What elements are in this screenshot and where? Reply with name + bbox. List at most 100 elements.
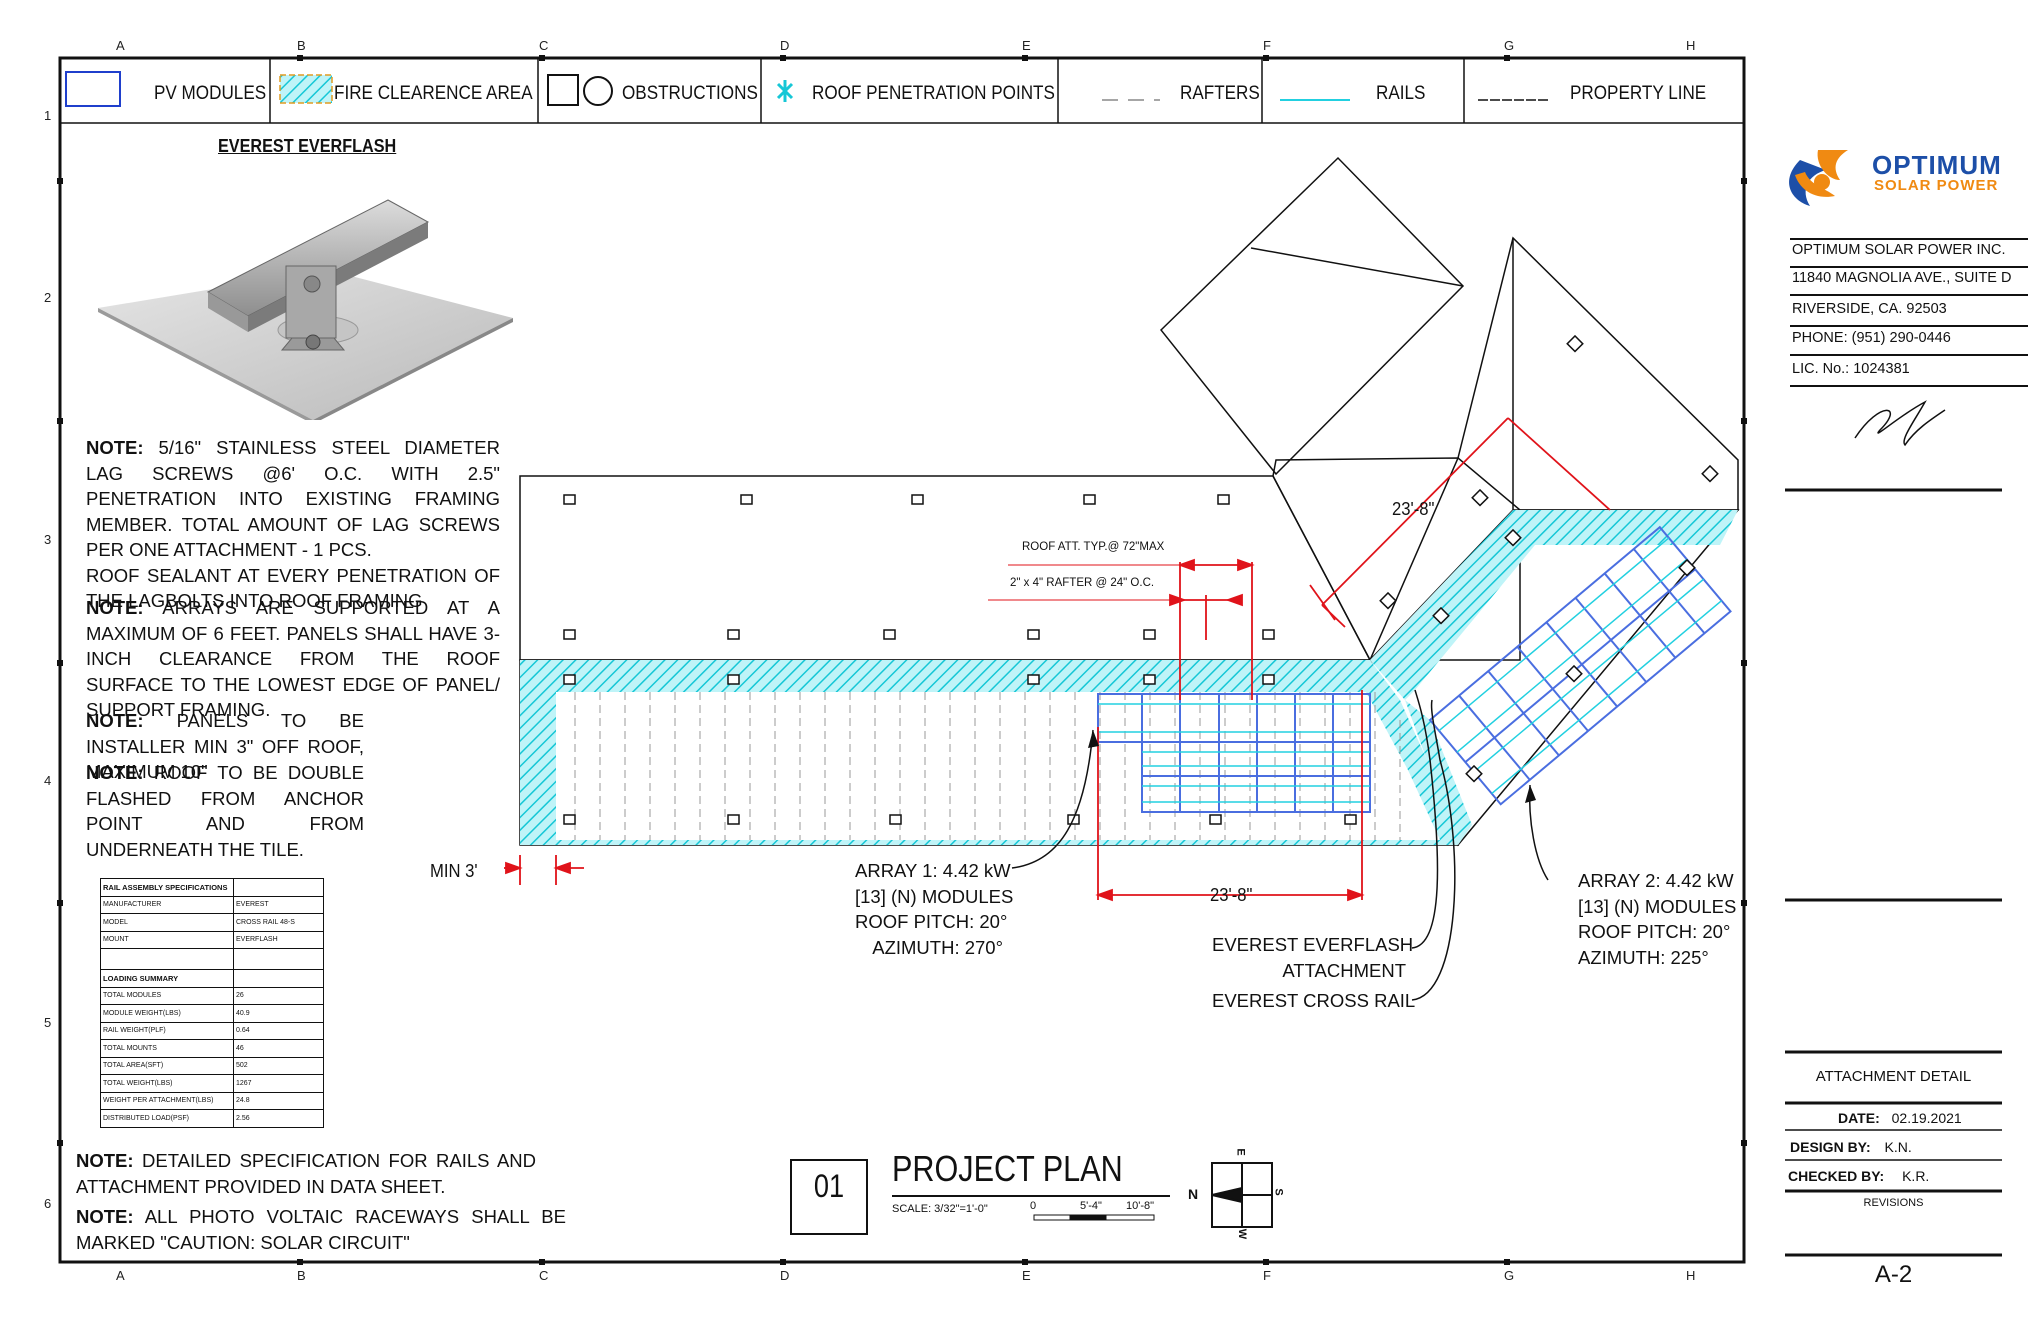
logo-solar-power: SOLAR POWER xyxy=(1874,177,1999,194)
scale-bar xyxy=(1033,1214,1155,1221)
array-1-rails xyxy=(1098,703,1370,803)
obstructions-angled xyxy=(1379,334,1719,783)
company-phone: PHONE: (951) 290-0446 xyxy=(1790,330,2028,356)
optimum-logo-icon xyxy=(1789,150,1848,206)
loading-summary-header: LOADING SUMMARY xyxy=(100,969,234,988)
fire-clearance-symbol xyxy=(279,74,333,104)
plan-scale: SCALE: 3/32"=1'-0" xyxy=(892,1203,988,1215)
grid-col-e: E xyxy=(1022,1268,1031,1283)
spec-key: TOTAL MODULES xyxy=(100,986,234,1005)
detail-title: EVEREST EVERFLASH xyxy=(218,136,397,156)
checked-value: K.R. xyxy=(1902,1168,1930,1184)
scale-tick-0: 0 xyxy=(1030,1200,1037,1212)
grid-col-a: A xyxy=(116,38,125,53)
spec-key: DISTRIBUTED LOAD(PSF) xyxy=(100,1109,234,1128)
dimension-lines xyxy=(504,417,1611,902)
spec-value: EVERFLASH xyxy=(233,930,324,949)
grid-row-3: 3 xyxy=(44,532,52,547)
grid-row-1: 1 xyxy=(44,108,52,123)
legend-rafters: RAFTERS xyxy=(1180,83,1260,104)
grid-col-d: D xyxy=(780,38,790,53)
array-1-callout: ARRAY 1: 4.42 kW [13] (N) MODULES ROOF P… xyxy=(855,858,1013,960)
spec-value: 502 xyxy=(233,1056,324,1075)
date-label: DATE: xyxy=(1838,1110,1880,1126)
design-label: DESIGN BY: xyxy=(1790,1139,1871,1155)
min-clearance-label: MIN 3' xyxy=(430,860,478,881)
spec-value: 24.8 xyxy=(233,1091,324,1110)
legend-obstructions: OBSTRUCTIONS xyxy=(622,83,758,104)
array-2-pitch: ROOF PITCH: 20° xyxy=(1578,921,1731,942)
grid-col-b: B xyxy=(297,38,306,53)
design-value: K.N. xyxy=(1884,1139,1912,1155)
revisions-label: REVISIONS xyxy=(1863,1197,1924,1209)
title-block-lines xyxy=(1785,488,2002,1257)
grid-col-h: H xyxy=(1686,1268,1696,1283)
grid-col-c: C xyxy=(539,38,549,53)
rafter-spacing-label: 2" x 4" RAFTER @ 24" O.C. xyxy=(1010,577,1155,589)
scale-tick-1: 5'-4" xyxy=(1080,1200,1102,1212)
spec-value: 1267 xyxy=(233,1074,324,1093)
spec-table: RAIL ASSEMBLY SPECIFICATIONS MANUFACTURE… xyxy=(100,878,324,1128)
array-2-callout: ARRAY 2: 4.42 kW [13] (N) MODULES ROOF P… xyxy=(1578,868,1736,970)
company-license: LIC. No.: 1024381 xyxy=(1790,361,2028,387)
grid-col-f: F xyxy=(1263,1268,1271,1283)
logo-optimum: OPTIMUM xyxy=(1872,150,2002,180)
everflash-callout: EVEREST EVERFLASH ATTACHMENT xyxy=(1212,932,1414,983)
spec-key: MANUFACTURER xyxy=(100,895,234,914)
grid-col-h: H xyxy=(1686,38,1696,53)
grid-row-4: 4 xyxy=(44,773,52,788)
spec-key: TOTAL WEIGHT(LBS) xyxy=(100,1074,234,1093)
compass-n: N xyxy=(1188,1186,1199,1202)
spec-value: 0.64 xyxy=(233,1021,324,1040)
legend-pv-modules: PV MODULES xyxy=(154,83,267,104)
penetration-symbol xyxy=(776,80,794,102)
spec-value: 2.56 xyxy=(233,1109,324,1128)
array-2 xyxy=(1428,525,1732,806)
date-row: DATE: 02.19.2021 xyxy=(1838,1110,1962,1126)
grid-row-2: 2 xyxy=(44,290,52,305)
grid-col-a: A xyxy=(116,1268,125,1283)
legend-roof-penetration: ROOF PENETRATION POINTS xyxy=(812,83,1055,104)
pv-module-symbol xyxy=(65,71,121,107)
array-2-modules: [13] (N) MODULES xyxy=(1578,895,1737,917)
checked-label: CHECKED BY: xyxy=(1788,1168,1885,1184)
date-value: 02.19.2021 xyxy=(1891,1110,1962,1126)
sheet-number: A-2 xyxy=(1874,1261,1913,1288)
array-1 xyxy=(1097,693,1371,813)
roof-att-label: ROOF ATT. TYP.@ 72"MAX xyxy=(1022,541,1165,553)
grid-col-g: G xyxy=(1504,38,1515,53)
array-2-dimension: 23'-8" xyxy=(1392,498,1435,519)
spec-key: MOUNT xyxy=(100,930,234,949)
everflash-sublabel: ATTACHMENT xyxy=(1282,959,1406,981)
note-data-sheet: NOTE: DETAILED SPECIFICATION FOR RAILS A… xyxy=(76,1150,536,1197)
design-row: DESIGN BY: K.N. xyxy=(1790,1139,1912,1155)
compass-s: S xyxy=(1272,1188,1285,1196)
fire-clearance-area xyxy=(520,510,1738,845)
legend-dividers xyxy=(269,58,1465,123)
sheet-title: ATTACHMENT DETAIL xyxy=(1815,1068,1972,1085)
plan-title: PROJECT PLAN xyxy=(892,1148,1123,1189)
grid-col-f: F xyxy=(1263,38,1271,53)
checked-row: CHECKED BY: K.R. xyxy=(1788,1168,1929,1184)
compass-e: E xyxy=(1234,1148,1247,1156)
grid-col-c: C xyxy=(539,1268,549,1283)
plan-number-box xyxy=(790,1159,868,1235)
obstruction-circle-symbol xyxy=(583,76,613,106)
company-address: 11840 MAGNOLIA AVE., SUITE D xyxy=(1790,270,2028,296)
note-roof-flashing: NOTE: ROOF TO BE DOUBLE FLASHED FROM ANC… xyxy=(86,762,364,860)
grid-row-6: 6 xyxy=(44,1196,52,1211)
note-lag-screws: NOTE: 5/16" STAINLESS STEEL DIAMETER LAG… xyxy=(86,437,500,611)
array-2-power: ARRAY 2: 4.42 kW xyxy=(1578,870,1734,891)
everflash-label: EVEREST EVERFLASH xyxy=(1212,934,1414,955)
company-city: RIVERSIDE, CA. 92503 xyxy=(1790,301,2028,327)
grid-col-g: G xyxy=(1504,1268,1515,1283)
note-raceways: NOTE: ALL PHOTO VOLTAIC RACEWAYS SHALL B… xyxy=(76,1206,566,1253)
leader-arrows xyxy=(1088,730,1536,803)
spec-key: RAIL WEIGHT(PLF) xyxy=(100,1021,234,1040)
grid-col-d: D xyxy=(780,1268,790,1283)
array-1-dimension: 23'-8" xyxy=(1210,884,1253,905)
scale-tick-2: 10'-8" xyxy=(1126,1200,1155,1212)
compass-icon xyxy=(1211,1162,1273,1228)
spec-value: 46 xyxy=(233,1039,324,1058)
